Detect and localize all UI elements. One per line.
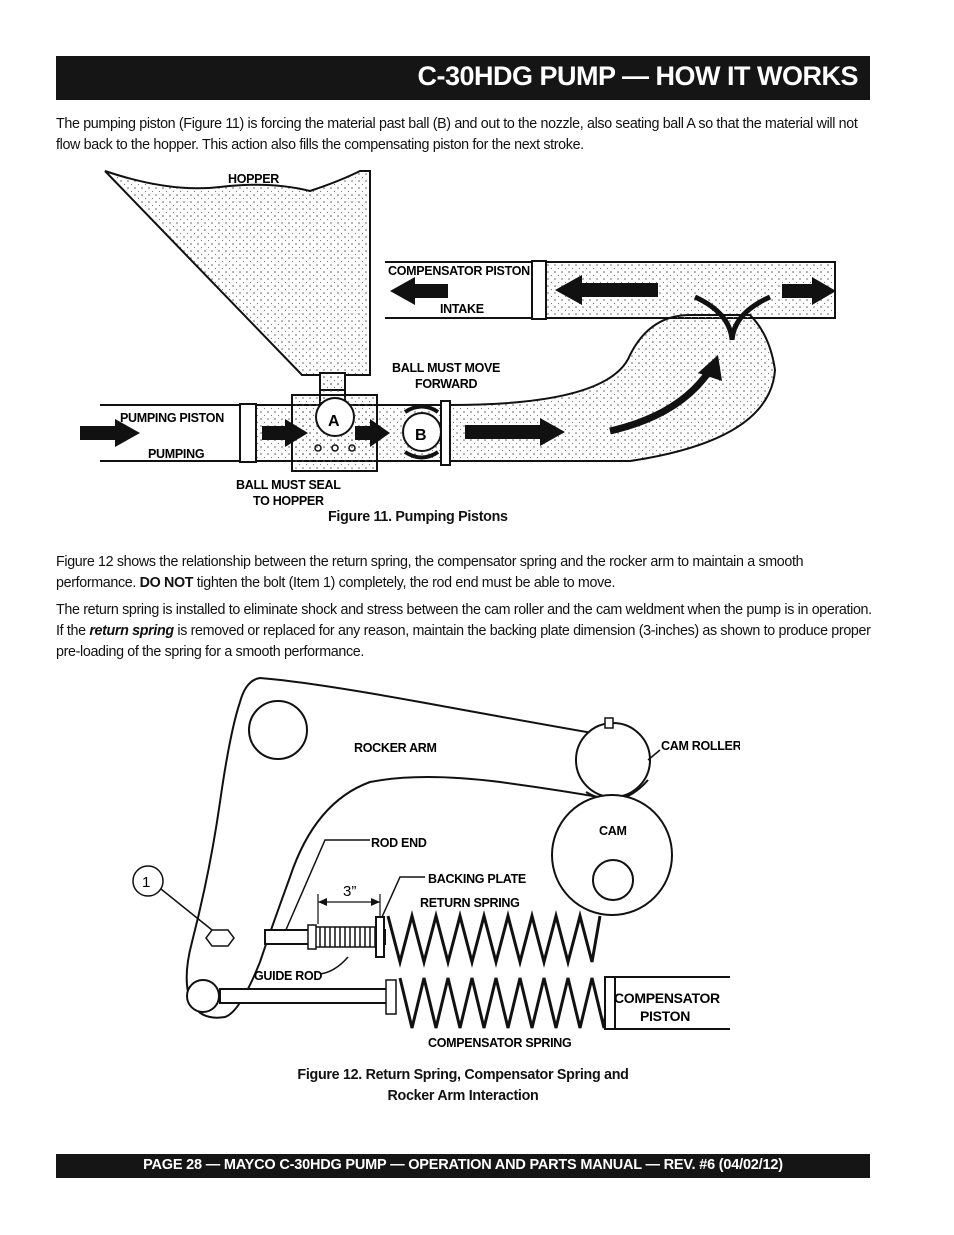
return-spring [386, 910, 602, 968]
return-spring-paragraph: The return spring is installed to elimin… [56, 600, 872, 663]
ball-a-label: A [328, 413, 340, 430]
page-footer: PAGE 28 — MAYCO C-30HDG PUMP — OPERATION… [56, 1154, 870, 1178]
compensator-piston-label-1: COMPENSATOR [614, 990, 720, 1006]
compensator-piston [604, 976, 616, 1030]
intake-label: INTAKE [440, 302, 484, 316]
pumping-label: PUMPING [148, 447, 204, 461]
hopper [104, 170, 371, 391]
compensator-flow-arrow-right [782, 277, 836, 305]
spring-relationship-paragraph: Figure 12 shows the relationship between… [56, 552, 872, 594]
cam-label: CAM [599, 824, 627, 838]
dimension-label: 3” [343, 883, 356, 900]
figure-12-diagram: ROCKER ARM CAM ROLLER CAM ROD END 1 3” B… [132, 676, 740, 1050]
cam-shaft [592, 859, 634, 901]
compensator-flow-arrow-left [555, 275, 658, 305]
para3-text-start: The return spring is installed to elimin… [56, 602, 872, 639]
figure-12-caption-line1: Figure 12. Return Spring, Compensator Sp… [297, 1067, 629, 1083]
main-flow-arrow-2 [355, 419, 390, 447]
item-1-label: 1 [142, 874, 150, 891]
para2-text-start: Figure 12 shows the relationship between… [56, 554, 804, 591]
ball-forward-label-2: FORWARD [415, 377, 478, 391]
page-title: C-30HDG PUMP — HOW IT WORKS [417, 61, 858, 91]
backing-plate-label: BACKING PLATE [428, 872, 526, 886]
figure-12-caption-line2: Rocker Arm Interaction [387, 1088, 539, 1104]
intake-arrow [390, 277, 448, 305]
compensator-piston-label: COMPENSATOR PISTON [388, 264, 530, 278]
outlet-flow-arrow [609, 368, 713, 435]
cam-roller-label: CAM ROLLER [661, 739, 740, 753]
compensator-piston-label-2: PISTON [640, 1008, 690, 1024]
ball-forward-label-1: BALL MUST MOVE [392, 361, 500, 375]
page-title-bar: C-30HDG PUMP — HOW IT WORKS [56, 56, 870, 100]
rod-end-label: ROD END [371, 836, 427, 850]
backing-plate [375, 916, 385, 958]
outlet-curved-pipe [449, 314, 777, 462]
return-spring-emphasis: return spring [89, 623, 174, 639]
para3-text-end: is removed or replaced for any reason, m… [56, 623, 871, 660]
pumping-piston-label: PUMPING PISTON [120, 411, 224, 425]
cam [551, 794, 673, 916]
compensator-piston-head [531, 260, 547, 320]
do-not-warning: DO NOT [139, 575, 194, 591]
compensator-spring-label: COMPENSATOR SPRING [428, 1036, 571, 1050]
bolt-hex-icon [205, 929, 235, 947]
cam-roller [575, 722, 651, 798]
compensator-spring [398, 977, 612, 1029]
item-1-callout [132, 865, 164, 897]
footer-text: PAGE 28 — MAYCO C-30HDG PUMP — OPERATION… [143, 1157, 783, 1173]
rocker-pivot-hole-bottom [186, 979, 220, 1013]
pumping-arrow [80, 419, 140, 447]
rocker-arm-label: ROCKER ARM [354, 741, 437, 755]
figure-11-diagram: HOPPER COMPENSATOR PISTON INTAKE PUMPING… [80, 170, 836, 508]
main-flow-arrow-3 [465, 418, 565, 446]
pumping-piston-head [239, 403, 257, 463]
hopper-label: HOPPER [228, 172, 279, 186]
fork-arrow [693, 294, 772, 341]
figure-11-caption: Figure 11. Pumping Pistons [328, 509, 508, 525]
compensator-rod [219, 988, 391, 1004]
ball-a [315, 397, 355, 437]
ball-seal-label-1: BALL MUST SEAL [236, 478, 341, 492]
ball-b-label: B [415, 427, 427, 444]
ball-b [402, 412, 442, 452]
rocker-pivot-hole-top [248, 700, 308, 760]
para2-text-end: tighten the bolt (Item 1) completely, th… [193, 575, 616, 591]
intro-paragraph: The pumping piston (Figure 11) is forcin… [56, 116, 858, 153]
ball-seal-label-2: TO HOPPER [253, 494, 324, 508]
main-flow-arrow-1 [262, 419, 308, 447]
return-spring-label: RETURN SPRING [420, 896, 520, 910]
guide-rod-label: GUIDE ROD [254, 969, 322, 983]
